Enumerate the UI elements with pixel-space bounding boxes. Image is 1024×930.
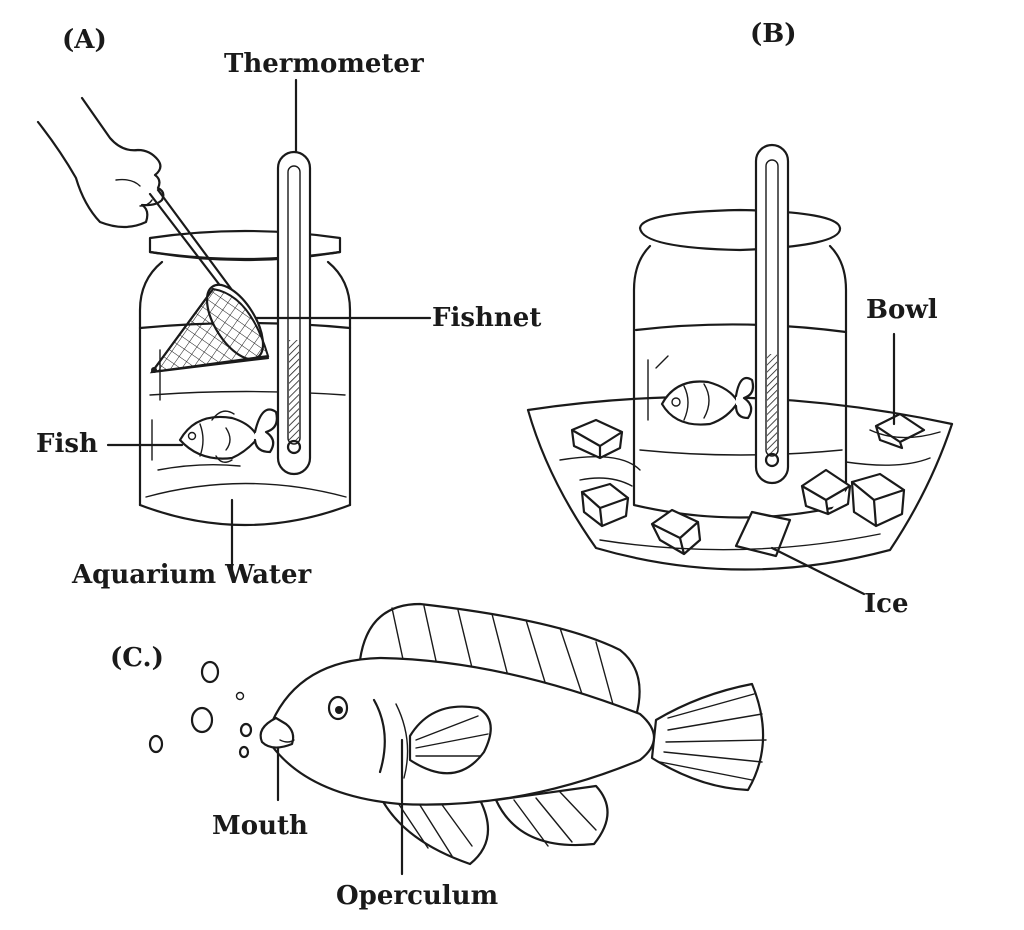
fish-a bbox=[178, 408, 278, 463]
fishnet bbox=[148, 188, 270, 374]
aquarium-jar bbox=[138, 229, 352, 527]
panel-a-letter: (A) bbox=[62, 25, 107, 55]
panel-c-letter: (C.) bbox=[110, 643, 164, 673]
bowl bbox=[526, 408, 954, 571]
jar-b bbox=[632, 208, 848, 519]
panel-b-letter: (B) bbox=[750, 19, 797, 49]
thermometer-a bbox=[276, 150, 312, 476]
bubbles bbox=[148, 660, 253, 759]
bowl-label: Bowl bbox=[866, 295, 938, 325]
fish-b bbox=[660, 376, 755, 426]
thermometer-label: Thermometer bbox=[224, 49, 424, 79]
hand bbox=[36, 96, 165, 229]
ice-label: Ice bbox=[864, 589, 909, 619]
thermometer-b bbox=[754, 143, 790, 485]
panel-b: (B) bbox=[526, 19, 954, 619]
operculum-label: Operculum bbox=[336, 881, 498, 911]
mouth-label: Mouth bbox=[212, 811, 308, 841]
panel-a: (A) bbox=[36, 25, 541, 590]
big-fish bbox=[259, 602, 767, 866]
ice-cubes bbox=[570, 412, 926, 558]
ice-leader bbox=[770, 546, 866, 596]
fishnet-label: Fishnet bbox=[432, 303, 541, 333]
panel-c: (C.) bbox=[110, 602, 767, 911]
aquarium-water-label: Aquarium Water bbox=[71, 560, 311, 590]
fish-label: Fish bbox=[36, 429, 98, 459]
